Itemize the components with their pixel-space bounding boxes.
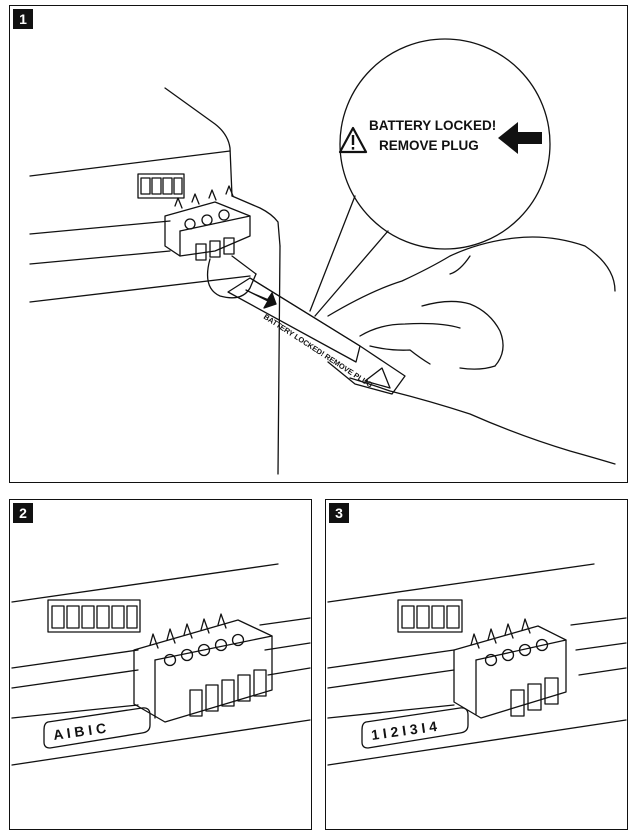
- warning-line-2: REMOVE PLUG: [379, 138, 479, 153]
- step-number-2: 2: [13, 503, 33, 523]
- panel-3-illustration: 1 I 2 I 3 I 4: [327, 563, 627, 766]
- warning-line-1: BATTERY LOCKED!: [369, 118, 497, 133]
- panel-1: 1: [9, 5, 628, 483]
- panel-3: 3: [325, 499, 628, 830]
- label-abc: A I B I C: [52, 720, 107, 743]
- panel-2: 2: [9, 499, 312, 830]
- step-number-3: 3: [329, 503, 349, 523]
- panel-1-illustration: BATTERY LOCKED! REMOVE PLUG: [29, 38, 616, 475]
- panel-2-illustration: A I B I C: [11, 563, 311, 766]
- step-number-1: 1: [13, 9, 33, 29]
- label-1234: 1 I 2 I 3 I 4: [370, 718, 438, 743]
